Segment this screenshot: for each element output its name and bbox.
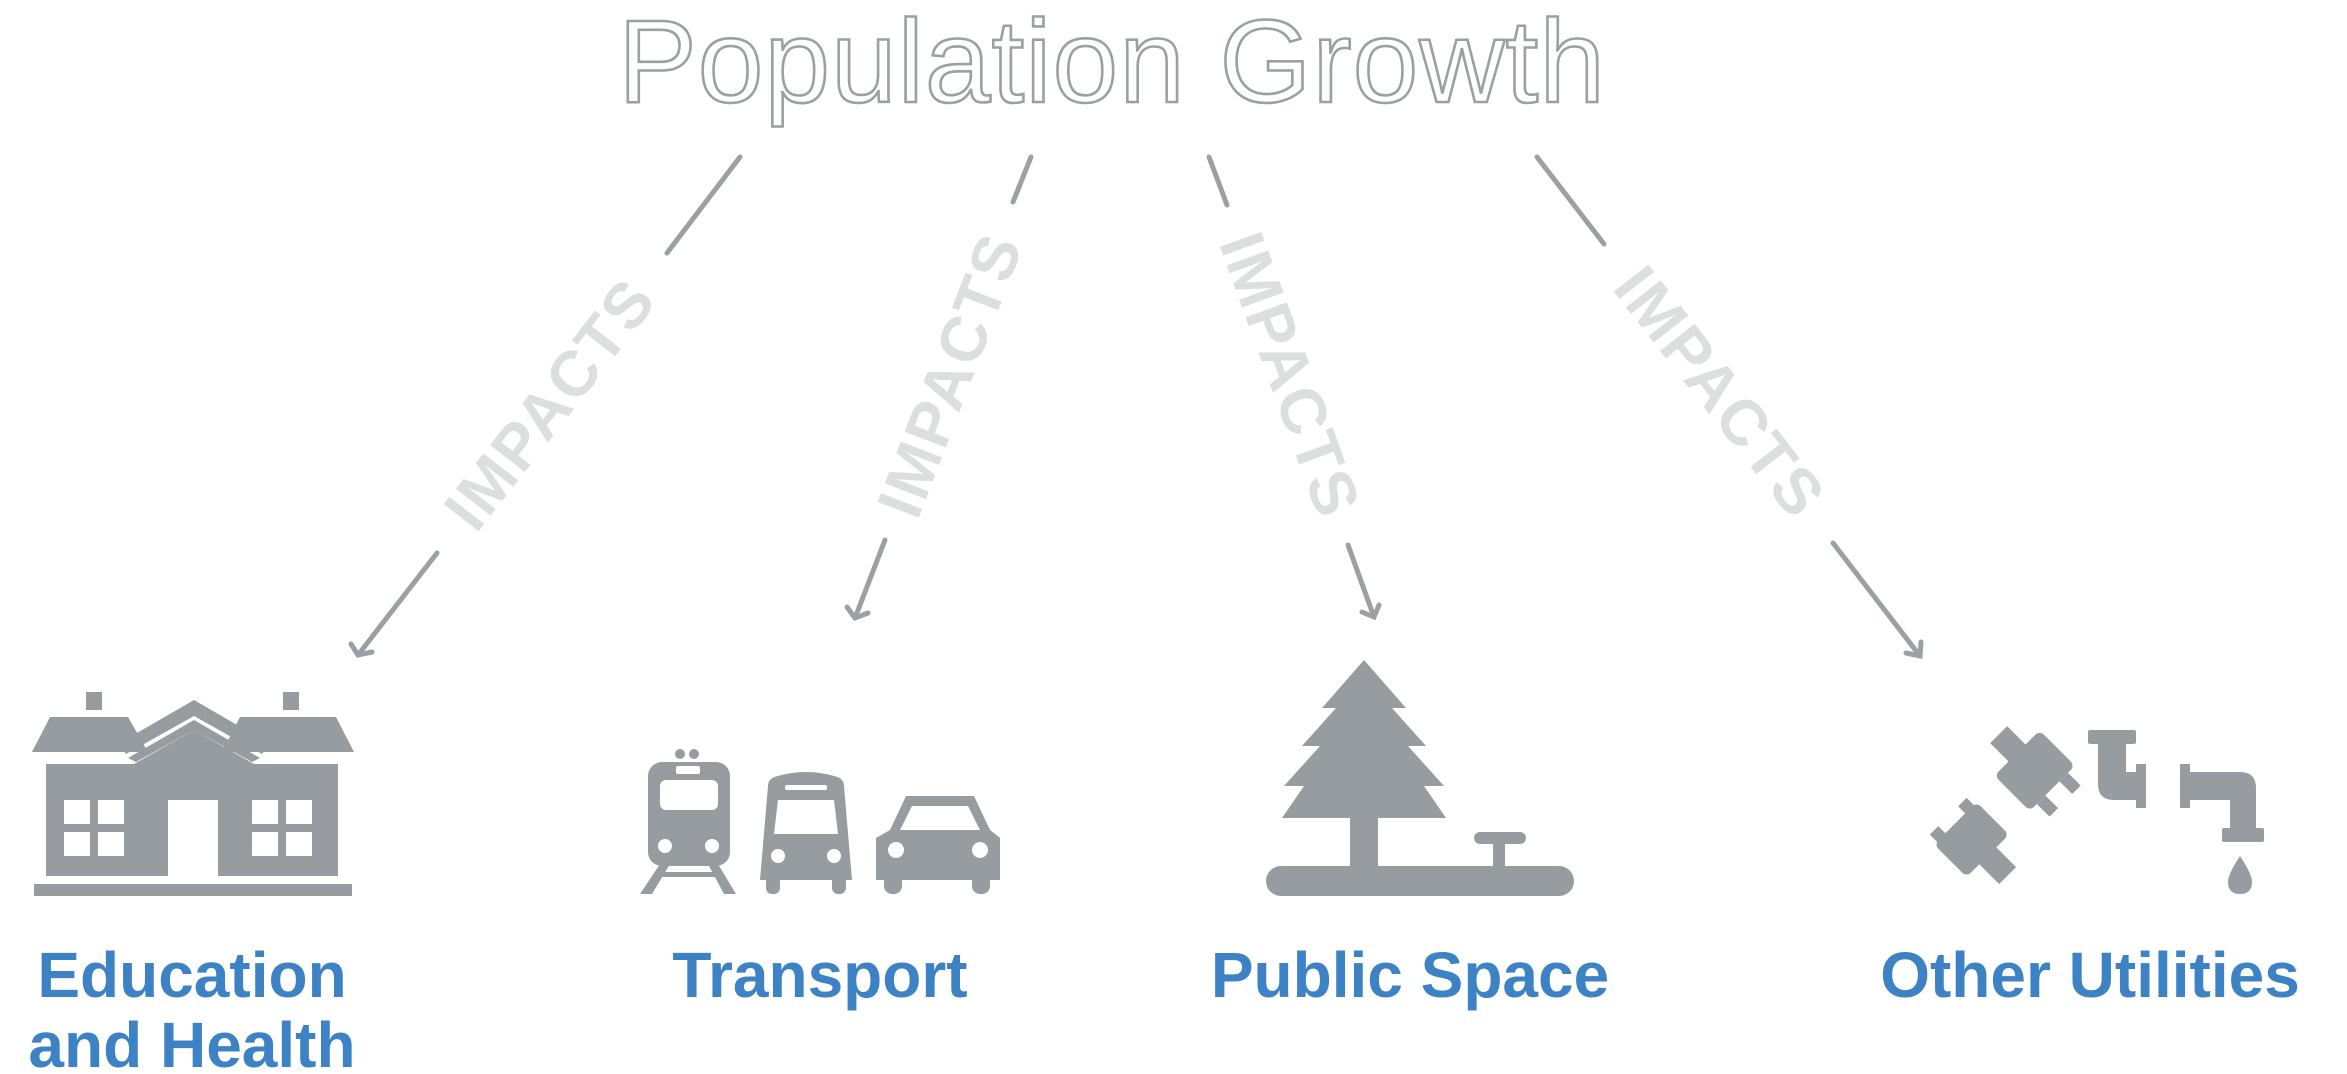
diagram-title: Population Growth [618, 0, 1606, 128]
category-label-other-utilities: Other Utilities [1880, 939, 2300, 1011]
category-label-public-space: Public Space [1211, 939, 1609, 1011]
impact-arrow-transport: IMPACTS [844, 154, 1037, 622]
train-bus-car-icon [640, 749, 1000, 894]
impacts-label: IMPACTS [430, 265, 670, 544]
impact-arrow-public-space: IMPACTS [1205, 154, 1382, 621]
plug-and-water-pipe-icon [1929, 726, 2264, 894]
train-icon [640, 749, 736, 894]
tree-and-bench-icon [1266, 660, 1574, 896]
socket-icon [1929, 797, 2017, 885]
impact-arrow-other-utilities: IMPACTS [1534, 154, 1924, 660]
arrowhead-icon [1359, 602, 1382, 621]
bus-icon [760, 772, 852, 894]
arrowhead-icon [348, 641, 375, 658]
category-label-health: and Health [28, 1009, 355, 1074]
plug-icon [1990, 726, 2081, 817]
school-hospital-building-icon [32, 692, 354, 896]
category-label-education: Education [37, 939, 346, 1011]
impacts-label: IMPACTS [863, 223, 1037, 526]
water-drop-icon [2228, 856, 2252, 894]
water-tap-icon [2088, 730, 2264, 894]
impacts-label: IMPACTS [1205, 223, 1374, 527]
category-label-transport: Transport [672, 939, 967, 1011]
impacts-label: IMPACTS [1600, 253, 1840, 532]
arrowhead-icon [844, 604, 871, 622]
car-icon [876, 796, 1000, 894]
arrowhead-icon [1903, 639, 1924, 660]
impact-arrow-education: IMPACTS [348, 154, 743, 658]
